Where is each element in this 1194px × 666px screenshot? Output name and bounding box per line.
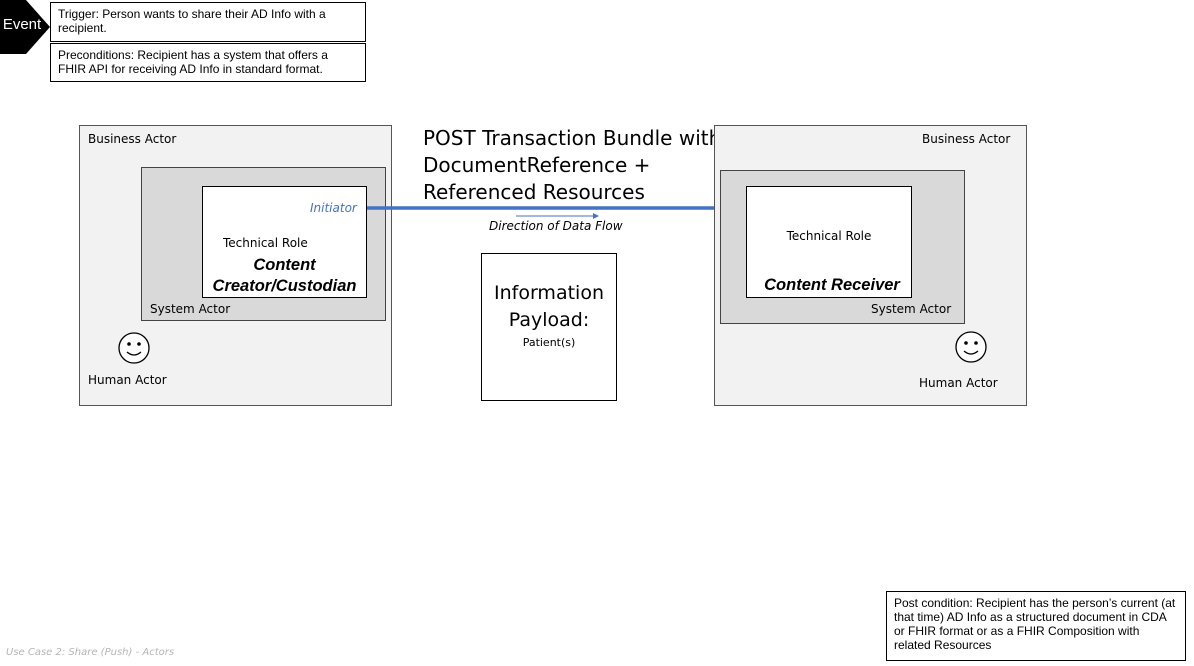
left-technical-role-box xyxy=(202,186,367,298)
payload-detail: Patient(s) xyxy=(522,336,576,349)
slide-footer: Use Case 2: Share (Push) - Actors xyxy=(6,647,175,658)
postcondition-box: Post condition: Recipient has the person… xyxy=(886,591,1186,661)
transaction-line1: POST Transaction Bundle with xyxy=(423,126,722,150)
left-human-actor-label: Human Actor xyxy=(88,373,167,387)
left-smiley-icon xyxy=(118,332,150,364)
left-role-line2: Creator/Custodian xyxy=(212,277,357,295)
left-initiator-label: Initiator xyxy=(310,201,357,215)
right-system-actor-label: System Actor xyxy=(871,302,952,316)
left-role-line1: Content xyxy=(253,256,316,274)
right-role-label: Content Receiver xyxy=(764,276,900,294)
left-business-actor-label: Business Actor xyxy=(88,132,177,146)
transaction-line2: DocumentReference + xyxy=(423,153,651,177)
event-arrow-shape xyxy=(0,0,50,54)
trigger-box: Trigger: Person wants to share their AD … xyxy=(50,2,366,42)
payload-line1: Information xyxy=(494,282,604,304)
event-label: Event xyxy=(2,16,42,33)
preconditions-box: Preconditions: Recipient has a system th… xyxy=(50,43,366,82)
payload-line2: Payload: xyxy=(508,309,590,331)
left-system-actor-label: System Actor xyxy=(150,302,231,316)
right-smiley-icon xyxy=(955,331,987,363)
right-business-actor-label: Business Actor xyxy=(922,132,1011,146)
right-technical-role-box xyxy=(746,186,912,298)
direction-label: Direction of Data Flow xyxy=(489,219,623,233)
right-human-actor-label: Human Actor xyxy=(919,376,998,390)
transaction-line3: Referenced Resources xyxy=(423,180,645,204)
right-technical-role-label: Technical Role xyxy=(786,229,872,243)
information-payload-box xyxy=(481,253,617,401)
left-technical-role-label: Technical Role xyxy=(223,236,308,250)
